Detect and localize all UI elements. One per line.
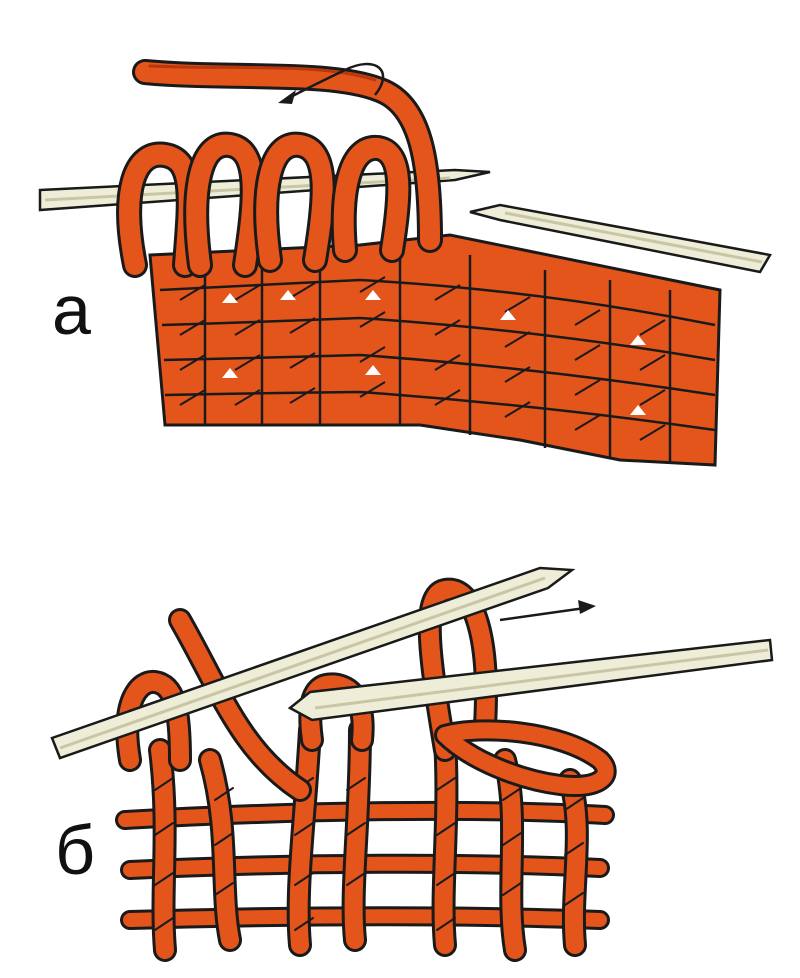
panel-label-b: б [55, 811, 96, 889]
panel-a-illustration [38, 59, 772, 467]
panel-b-illustration [50, 566, 774, 962]
arrow-icon [278, 62, 385, 104]
stitch-loops-a [116, 131, 412, 278]
upper-needle-b [50, 566, 576, 760]
panel-a: а [38, 59, 772, 467]
knitted-fabric-a [148, 233, 722, 467]
purl-bars-b [115, 800, 615, 930]
stitch-columns-b [148, 718, 589, 962]
lower-needle-b [287, 638, 774, 722]
panel-b: б [0, 490, 800, 978]
arrow-icon [499, 600, 596, 622]
yarn-tail-b [168, 608, 312, 802]
panel-label-a: а [52, 271, 91, 349]
right-needle-a [469, 203, 772, 274]
